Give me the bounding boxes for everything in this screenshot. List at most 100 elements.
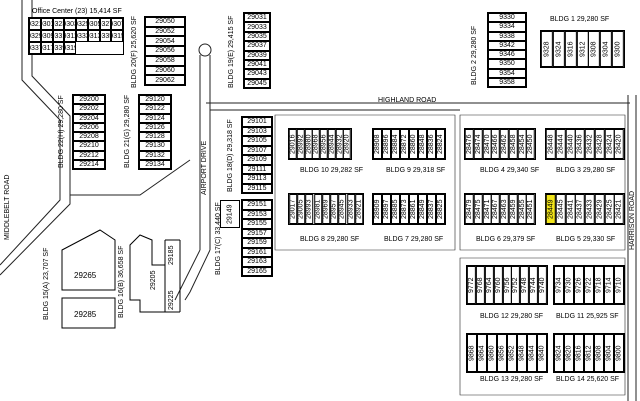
unit-28450: 28450 bbox=[526, 129, 535, 159]
unit-28897: 28897 bbox=[382, 194, 391, 224]
unit-28944: 28944 bbox=[327, 129, 336, 159]
unit-9316: 9316 bbox=[564, 31, 577, 67]
bldg-16b-label: BLDG 16(B) 36,658 SF bbox=[118, 245, 125, 318]
unit-9760: 9760 bbox=[493, 266, 503, 304]
unit-9305: 9305 bbox=[87, 18, 100, 30]
unit-28849: 28849 bbox=[418, 194, 427, 224]
unit-28449: 28449 bbox=[546, 194, 556, 224]
bldg-3-label: BLDG 3 29,280 SF bbox=[556, 167, 616, 174]
unit-28474: 28474 bbox=[473, 129, 483, 159]
unit-9860: 9860 bbox=[487, 334, 497, 372]
unit-9338: 9338 bbox=[488, 31, 526, 41]
unit-28451: 28451 bbox=[526, 194, 535, 224]
unit-9335: 9335 bbox=[99, 30, 112, 42]
unit-28933: 28933 bbox=[346, 194, 355, 224]
unit-9312: 9312 bbox=[576, 31, 589, 67]
unit-28896: 28896 bbox=[382, 129, 391, 159]
unit-28993: 28993 bbox=[305, 194, 314, 224]
unit-9718: 9718 bbox=[594, 266, 604, 304]
unit-9342: 9342 bbox=[488, 40, 526, 50]
unit-28432: 28432 bbox=[585, 129, 595, 159]
unit-29045: 29045 bbox=[244, 78, 270, 88]
unit-9321: 9321 bbox=[29, 18, 41, 30]
bldg-15a-unit-29285: 29285 bbox=[74, 310, 97, 319]
unit-29035: 29035 bbox=[244, 31, 270, 42]
unit-9358: 9358 bbox=[488, 77, 526, 87]
unit-29120: 29120 bbox=[139, 95, 171, 105]
unit-29103: 29103 bbox=[242, 126, 272, 136]
bldg-13-label: BLDG 13 29,280 SF bbox=[480, 376, 544, 383]
unit-9748: 9748 bbox=[520, 266, 530, 304]
unit-28444: 28444 bbox=[555, 129, 566, 159]
unit-9744: 9744 bbox=[529, 266, 539, 304]
bldg-16b-unit-29205: 29205 bbox=[150, 270, 157, 290]
unit-9330: 9330 bbox=[488, 13, 526, 23]
bldg-1-label: BLDG 1 29,280 SF bbox=[550, 16, 610, 23]
unit-9752: 9752 bbox=[511, 266, 521, 304]
unit-9309: 9309 bbox=[40, 30, 53, 42]
unit-9824: 9824 bbox=[554, 334, 564, 372]
unit-9339: 9339 bbox=[52, 42, 65, 54]
unit-28908: 28908 bbox=[373, 129, 382, 159]
unit-9734: 9734 bbox=[554, 266, 564, 304]
unit-29200: 29200 bbox=[73, 95, 105, 105]
bldg-5-label: BLDG 5 29,330 SF bbox=[556, 236, 616, 243]
bldg-20f-label: BLDG 20(F) 25,620 SF bbox=[131, 16, 138, 88]
unit-28470: 28470 bbox=[482, 129, 492, 159]
bldg-21g-label: BLDG 21(G) 29,280 SF bbox=[124, 94, 131, 168]
bldg-17c-unit-29149: 29149 bbox=[220, 200, 240, 228]
unit-29128: 29128 bbox=[139, 132, 171, 142]
unit-28463: 28463 bbox=[500, 194, 509, 224]
unit-9328: 9328 bbox=[541, 31, 553, 67]
bldg-9-label: BLDG 9 29,318 SF bbox=[386, 167, 446, 174]
unit-29206: 29206 bbox=[73, 122, 105, 132]
unit-9722: 9722 bbox=[584, 266, 594, 304]
unit-28981: 28981 bbox=[313, 194, 322, 224]
unit-29033: 29033 bbox=[244, 22, 270, 32]
unit-29054: 29054 bbox=[145, 36, 185, 47]
bldg-4-label: BLDG 4 29,340 SF bbox=[480, 167, 540, 174]
unit-28445: 28445 bbox=[555, 194, 566, 224]
bldg-16b-unit-29185: 29185 bbox=[168, 245, 175, 265]
bldg-15a-label: BLDG 15(A) 23,707 SF bbox=[43, 247, 50, 320]
unit-29202: 29202 bbox=[73, 104, 105, 114]
bldg-18d-label: BLDG 18(D) 29,318 SF bbox=[227, 119, 234, 192]
unit-29060: 29060 bbox=[145, 65, 185, 76]
unit-28884: 28884 bbox=[391, 129, 400, 159]
unit-29058: 29058 bbox=[145, 55, 185, 66]
unit-28466: 28466 bbox=[491, 129, 500, 159]
unit-28836: 28836 bbox=[427, 129, 436, 159]
unit-9710: 9710 bbox=[614, 266, 624, 304]
bldg-11-label: BLDG 11 25,925 SF bbox=[556, 313, 619, 320]
unit-29041: 29041 bbox=[244, 59, 270, 70]
unit-29016: 29016 bbox=[289, 129, 297, 159]
bldg-6-label: BLDG 6 29,379 SF bbox=[476, 236, 536, 243]
unit-29132: 29132 bbox=[139, 150, 171, 160]
unit-28479: 28479 bbox=[465, 194, 474, 224]
unit-29017: 29017 bbox=[289, 194, 298, 224]
unit-28945: 28945 bbox=[338, 194, 347, 224]
unit-9740: 9740 bbox=[538, 266, 547, 304]
unit-9308: 9308 bbox=[588, 31, 601, 67]
middlebelt-road-label: MIDDLEBELT ROAD bbox=[4, 174, 11, 240]
unit-9324: 9324 bbox=[552, 31, 565, 67]
unit-29115: 29115 bbox=[242, 183, 272, 193]
bldg-2-label: BLDG 2 29,280 SF bbox=[471, 25, 478, 85]
unit-29105: 29105 bbox=[242, 136, 272, 146]
unit-9812: 9812 bbox=[584, 334, 594, 372]
unit-28873: 28873 bbox=[400, 194, 409, 224]
unit-28437: 28437 bbox=[575, 194, 585, 224]
unit-9848: 9848 bbox=[517, 334, 527, 372]
